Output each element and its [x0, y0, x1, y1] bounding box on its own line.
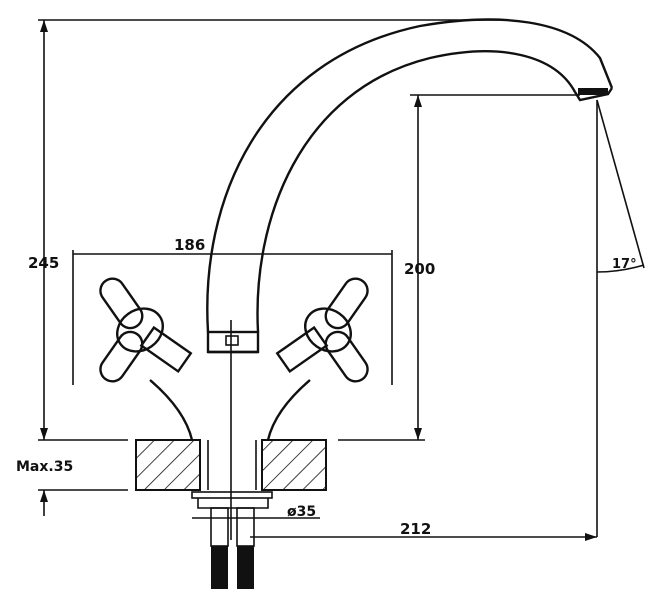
total-height-label: 245 [28, 254, 59, 272]
spout-reach-label: 212 [400, 520, 431, 538]
hole-diameter-label: ø35 [287, 504, 316, 520]
spout-angle-label: 17° [612, 257, 637, 272]
countertop-section [135, 439, 327, 509]
max-thickness-label: Max.35 [16, 459, 73, 475]
spout-height-label: 200 [404, 260, 435, 278]
dimension-lines [38, 19, 645, 541]
body-base [149, 379, 311, 441]
handle-span-label: 186 [174, 236, 205, 254]
left-handle [99, 277, 193, 383]
supply-hoses [210, 507, 255, 589]
spout [206, 18, 614, 354]
right-handle [275, 277, 369, 383]
